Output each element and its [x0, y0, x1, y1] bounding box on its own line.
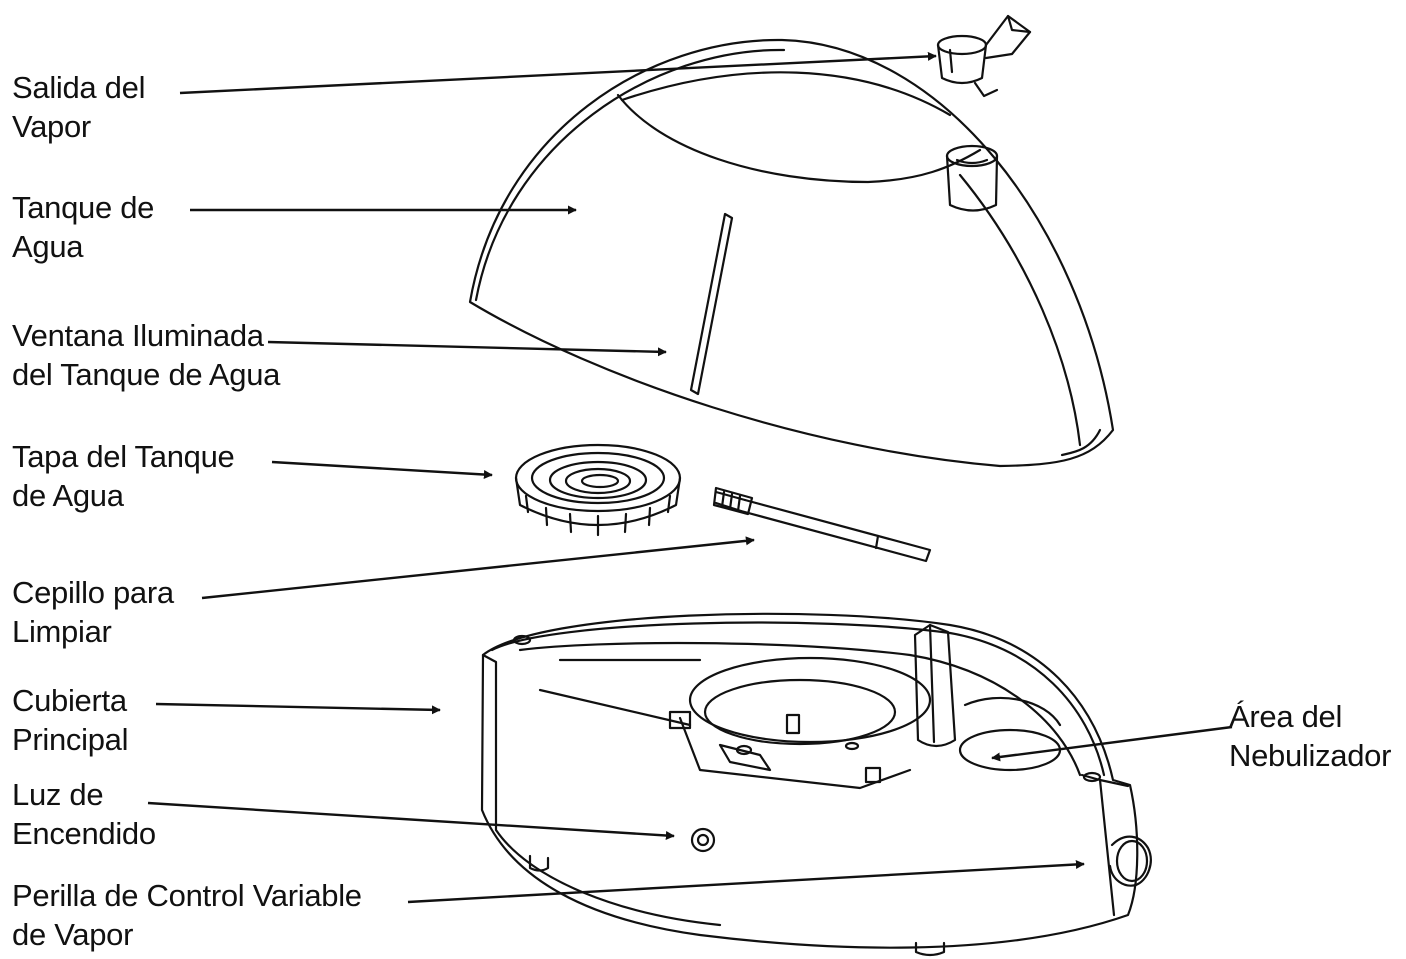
leader-vapor-outlet	[179, 51, 937, 95]
label-cleaning-brush-line1: Cepillo para	[12, 575, 174, 610]
label-water-tank-line1: Tanque de	[12, 190, 155, 225]
label-nebulizer-area: Área del Nebulizador	[1229, 697, 1391, 775]
label-main-cover: Cubierta Principal	[12, 681, 128, 759]
tank-cap-part	[514, 443, 682, 537]
label-vapor-outlet-line2: Vapor	[12, 109, 91, 144]
label-tank-window: Ventana Iluminada del Tanque de Agua	[12, 316, 280, 394]
label-main-cover-line2: Principal	[12, 722, 129, 757]
vapor-outlet-part	[936, 14, 1032, 98]
label-power-light-line1: Luz de	[12, 777, 104, 812]
leader-nebulizer-area	[991, 725, 1233, 762]
label-control-knob-line2: de Vapor	[12, 917, 134, 952]
label-nebulizer-area-line1: Área del	[1229, 699, 1343, 734]
label-water-tank-line2: Agua	[12, 229, 84, 264]
label-vapor-outlet: Salida del Vapor	[12, 68, 145, 146]
label-vapor-outlet-line1: Salida del	[12, 70, 146, 105]
cleaning-brush-part	[712, 486, 932, 563]
label-power-light-line2: Encendido	[12, 816, 156, 851]
label-cleaning-brush-line2: Limpiar	[12, 614, 112, 649]
label-control-knob: Perilla de Control Variable de Vapor	[12, 876, 362, 954]
leader-power-light	[147, 801, 675, 840]
label-tank-cap-line1: Tapa del Tanque	[12, 439, 235, 474]
label-power-light: Luz de Encendido	[12, 775, 156, 853]
label-tank-window-line2: del Tanque de Agua	[12, 357, 281, 392]
label-main-cover-line1: Cubierta	[12, 683, 127, 718]
main-cover-part	[480, 612, 1152, 957]
label-control-knob-line1: Perilla de Control Variable	[12, 878, 362, 913]
label-cleaning-brush: Cepillo para Limpiar	[12, 573, 174, 651]
label-water-tank: Tanque de Agua	[12, 188, 154, 266]
label-tank-cap: Tapa del Tanque de Agua	[12, 437, 235, 515]
label-nebulizer-area-line2: Nebulizador	[1229, 738, 1392, 773]
water-tank-part	[468, 38, 1115, 468]
leader-tank-cap	[271, 460, 493, 480]
label-tank-window-line1: Ventana Iluminada	[12, 318, 264, 353]
leader-cleaning-brush	[201, 536, 755, 600]
leader-control-knob	[407, 859, 1085, 904]
leader-main-cover	[155, 702, 441, 715]
leader-tank-window	[267, 340, 667, 357]
label-tank-cap-line2: de Agua	[12, 478, 124, 513]
